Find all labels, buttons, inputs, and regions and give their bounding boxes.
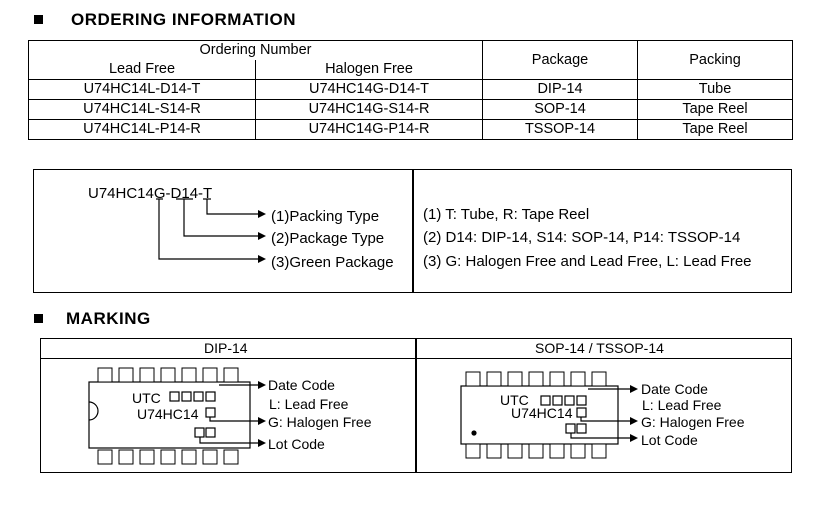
dip-header: DIP-14: [204, 340, 248, 356]
dip-pin-box: [223, 367, 239, 383]
sop-pin-box: [570, 443, 586, 459]
sop-pin-box: [570, 371, 586, 387]
sop-halogen-free: G: Halogen Free: [641, 414, 745, 430]
dip-date-code: Date Code: [268, 377, 335, 393]
sop-pin-box: [528, 371, 544, 387]
dip-lead-free: L: Lead Free: [269, 396, 349, 412]
dip-pin-box: [97, 449, 113, 465]
sop-line1: UTC: [500, 392, 529, 408]
dip-pin-box: [97, 367, 113, 383]
table-row: U74HC14L-P14-R U74HC14G-P14-R TSSOP-14 T…: [28, 119, 794, 140]
sop-header: SOP-14 / TSSOP-14: [535, 340, 664, 356]
dip-pin-box: [118, 367, 134, 383]
marking-title: MARKING: [66, 309, 151, 328]
sop-lot-code: Lot Code: [641, 432, 698, 448]
section-bullet: [34, 15, 43, 24]
ordering-table: Ordering Number Package Packing Lead Fre…: [27, 40, 794, 140]
cell-halogen-free: U74HC14G-P14-R: [254, 119, 484, 140]
sop-lead-free: L: Lead Free: [642, 397, 722, 413]
sop-line2: U74HC14: [511, 405, 573, 421]
dip-pin-box: [223, 449, 239, 465]
header-package: Package: [482, 40, 639, 80]
legend-label-packing: (1)Packing Type: [271, 208, 380, 225]
cell-package: SOP-14: [482, 99, 639, 120]
legend-label-package: (2)Package Type: [271, 230, 385, 247]
legend-label-green: (3)Green Package: [271, 254, 394, 271]
legend-desc-green: (3) G: Halogen Free and Lead Free, L: Le…: [423, 253, 752, 270]
cell-package: TSSOP-14: [482, 119, 639, 140]
header-ordering-number: Ordering Number: [27, 40, 484, 60]
dip-pin-box: [160, 367, 176, 383]
cell-halogen-free: U74HC14G-S14-R: [254, 99, 484, 120]
sop-date-code: Date Code: [641, 381, 708, 397]
header-packing: Packing: [637, 40, 794, 80]
marking-divider: [415, 338, 417, 473]
dip-pin-box: [181, 449, 197, 465]
dip-lot-code: Lot Code: [268, 436, 325, 452]
dip-pin-box: [181, 367, 197, 383]
sop-pin-box: [465, 443, 481, 459]
sop-pin-box: [507, 443, 523, 459]
dip-pin-box: [118, 449, 134, 465]
sop-pin-box: [528, 443, 544, 459]
dip-pin-box: [202, 367, 218, 383]
table-row: U74HC14L-S14-R U74HC14G-S14-R SOP-14 Tap…: [28, 99, 794, 120]
cell-packing: Tape Reel: [637, 119, 794, 140]
cell-packing: Tube: [637, 79, 794, 100]
table-row: U74HC14L-D14-T U74HC14G-D14-T DIP-14 Tub…: [28, 79, 794, 100]
legend-divider: [412, 169, 414, 293]
sop-pin-box: [507, 371, 523, 387]
sop-pin-box: [591, 443, 607, 459]
legend-part-number: U74HC14G-D14-T: [88, 185, 213, 202]
sop-pin-box: [591, 371, 607, 387]
dip-line1: UTC: [132, 390, 161, 406]
dip-halogen-free: G: Halogen Free: [268, 414, 372, 430]
legend-desc-package: (2) D14: DIP-14, S14: SOP-14, P14: TSSOP…: [423, 229, 741, 246]
dip-pin-box: [160, 449, 176, 465]
cell-lead-free: U74HC14L-P14-R: [28, 119, 256, 140]
dip-line2: U74HC14: [137, 406, 199, 422]
sop-pin-box: [486, 371, 502, 387]
cell-lead-free: U74HC14L-D14-T: [28, 79, 256, 100]
sop-pin-box: [486, 443, 502, 459]
sop-pin-box: [549, 443, 565, 459]
dip-pin-box: [139, 367, 155, 383]
legend-desc-packing: (1) T: Tube, R: Tape Reel: [423, 206, 590, 223]
ordering-title: ORDERING INFORMATION: [71, 10, 297, 29]
sop-pin-box: [465, 371, 481, 387]
dip-pin-box: [139, 449, 155, 465]
dip-pin-box: [202, 449, 218, 465]
section-bullet: [34, 314, 43, 323]
sop-pin-box: [549, 371, 565, 387]
